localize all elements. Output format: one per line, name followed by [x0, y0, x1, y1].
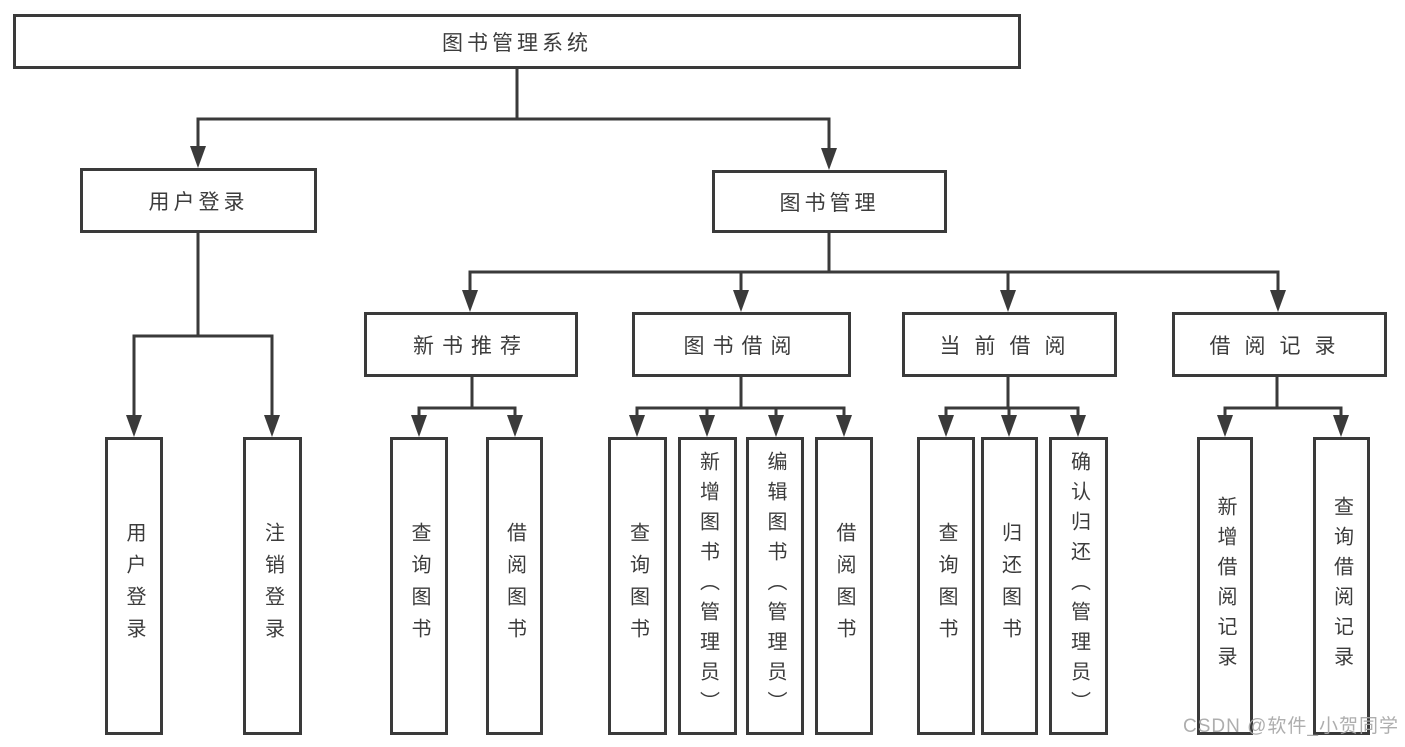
arrow-down-icon	[821, 148, 837, 170]
node-label: 借阅图书	[833, 522, 855, 650]
node-label: 用户登录	[148, 190, 249, 214]
node-leaf-edit-books-admin: 编辑图书（管理员）	[746, 437, 804, 735]
connector-book-borrow-to-children	[629, 375, 852, 437]
node-root-system: 图书管理系统	[13, 14, 1021, 69]
connector-book-management-to-level3	[462, 231, 1286, 312]
node-label: 新增借阅记录	[1214, 496, 1236, 676]
node-label: 用户登录	[123, 522, 145, 650]
node-label: 借阅图书	[503, 522, 526, 650]
arrow-down-icon	[733, 290, 749, 312]
node-leaf-add-books-admin: 新增图书（管理员）	[678, 437, 737, 735]
node-label: 当前借阅	[939, 334, 1080, 358]
arrow-down-icon	[1333, 415, 1349, 437]
node-label: 查询图书	[626, 522, 649, 650]
arrow-down-icon	[264, 415, 280, 437]
arrow-down-icon	[938, 415, 954, 437]
node-label: 新书推荐	[413, 334, 529, 358]
node-leaf-query-books: 查询图书	[608, 437, 667, 735]
arrow-down-icon	[629, 415, 645, 437]
csdn-watermark: CSDN @软件_小贺同学	[1183, 716, 1399, 737]
node-leaf-confirm-return-admin: 确认归还（管理员）	[1049, 437, 1108, 735]
node-leaf-return-books: 归还图书	[981, 437, 1038, 735]
node-label: 归还图书	[998, 522, 1021, 650]
node-leaf-user-login: 用户登录	[105, 437, 163, 735]
node-label: 图书借阅	[683, 334, 800, 358]
connector-user-login-to-children	[126, 231, 280, 437]
node-book-borrow: 图书借阅	[632, 312, 851, 377]
node-label: 图书管理系统	[442, 31, 592, 55]
arrow-down-icon	[1217, 415, 1233, 437]
connector-borrow-records-to-children	[1217, 375, 1349, 437]
node-borrow-records: 借阅记录	[1172, 312, 1387, 377]
node-current-borrow: 当前借阅	[902, 312, 1117, 377]
arrow-down-icon	[126, 415, 142, 437]
arrow-down-icon	[462, 290, 478, 312]
connector-root-to-level2	[190, 67, 837, 170]
node-label: 编辑图书（管理员）	[764, 451, 786, 721]
connector-current-borrow-to-children	[938, 375, 1086, 437]
node-label: 新增图书（管理员）	[696, 451, 719, 721]
arrow-down-icon	[699, 415, 715, 437]
node-leaf-query-borrow-record: 查询借阅记录	[1313, 437, 1370, 735]
arrow-down-icon	[507, 415, 523, 437]
node-user-login: 用户登录	[80, 168, 317, 233]
arrow-down-icon	[768, 415, 784, 437]
arrow-down-icon	[836, 415, 852, 437]
node-label: 查询借阅记录	[1330, 496, 1353, 676]
connector-new-book-to-children	[411, 375, 523, 437]
node-leaf-query-books: 查询图书	[917, 437, 975, 735]
node-label: 借阅记录	[1209, 334, 1350, 358]
node-leaf-query-books: 查询图书	[390, 437, 448, 735]
node-label: 查询图书	[408, 522, 430, 650]
arrow-down-icon	[1270, 290, 1286, 312]
arrow-down-icon	[1001, 415, 1017, 437]
arrow-down-icon	[1070, 415, 1086, 437]
node-new-book-recommend: 新书推荐	[364, 312, 578, 377]
arrow-down-icon	[411, 415, 427, 437]
node-leaf-add-borrow-record: 新增借阅记录	[1197, 437, 1253, 735]
arrow-down-icon	[190, 146, 206, 168]
node-leaf-borrow-books: 借阅图书	[815, 437, 873, 735]
arrow-down-icon	[1000, 290, 1016, 312]
node-label: 确认归还（管理员）	[1067, 451, 1090, 721]
node-label: 查询图书	[935, 522, 957, 650]
node-label: 图书管理	[779, 191, 880, 215]
node-leaf-borrow-books: 借阅图书	[486, 437, 543, 735]
node-book-management: 图书管理	[712, 170, 947, 233]
node-leaf-logout: 注销登录	[243, 437, 302, 735]
node-label: 注销登录	[261, 522, 284, 650]
